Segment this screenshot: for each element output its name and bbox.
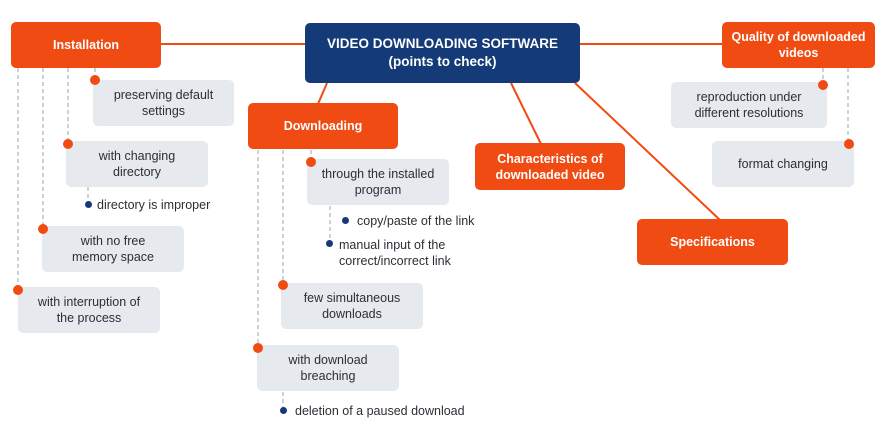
leaf-format-bullet [844,139,854,149]
sub-deletion-bullet [280,407,287,414]
branch-downloading-label: Downloading [283,119,363,133]
leaf-breaching-bullet [253,343,263,353]
branch-characteristics: Characteristics of downloaded video [475,143,625,190]
center-subtitle: (points to check) [388,54,497,69]
leaf-preserving-label: preserving default settings [113,88,214,118]
leaf-interruption-bullet [13,285,23,295]
sub-deletion: deletion of a paused download [295,404,465,418]
branch-downloading: Downloading [248,103,398,149]
leaf-breaching-label: with download breaching [288,353,368,383]
leaf-installed-program-label: through the installed program [321,167,435,197]
leaf-reproduction: reproduction under different resolutions [671,82,827,128]
sub-directory-improper-bullet [85,201,92,208]
leaf-changing-directory-bullet [63,139,73,149]
sub-manual-input-bullet [326,240,333,247]
leaf-changing-directory: with changing directory [66,141,208,187]
branch-quality: Quality of downloaded videos [722,22,875,68]
branch-installation: Installation [11,22,161,68]
sub-copy-paste-bullet [342,217,349,224]
leaf-breaching: with download breaching [257,345,399,391]
link-center-specifications [574,82,721,221]
leaf-simultaneous-label: few simultaneous downloads [303,291,401,321]
leaf-reproduction-bullet [818,80,828,90]
leaf-changing-directory-label: with changing directory [98,149,176,179]
leaf-simultaneous: few simultaneous downloads [281,283,423,329]
leaf-installed-program-bullet [306,157,316,167]
leaf-format-label: format changing [738,157,828,171]
leaf-format: format changing [712,141,854,187]
leaf-preserving: preserving default settings [93,80,234,126]
branch-specifications-label: Specifications [670,235,755,249]
leaf-preserving-bullet [90,75,100,85]
center-node: VIDEO DOWNLOADING SOFTWARE (points to ch… [305,23,580,83]
branch-specifications: Specifications [637,219,788,265]
leaf-no-memory-bullet [38,224,48,234]
leaf-no-memory: with no free memory space [42,226,184,272]
branch-characteristics-label: Characteristics of downloaded video [495,151,605,182]
branch-installation-label: Installation [53,38,119,52]
link-center-characteristics [510,82,542,145]
sub-copy-paste: copy/paste of the link [357,214,475,228]
leaf-interruption-label: with interruption of the process [37,295,141,325]
center-title: VIDEO DOWNLOADING SOFTWARE [327,36,558,51]
link-center-downloading [317,82,328,105]
leaf-interruption: with interruption of the process [18,287,160,333]
sub-directory-improper: directory is improper [97,198,211,212]
leaf-no-memory-label: with no free memory space [72,234,154,264]
leaf-simultaneous-bullet [278,280,288,290]
leaf-installed-program: through the installed program [307,159,449,205]
leaf-reproduction-label: reproduction under different resolutions [694,90,804,120]
branch-quality-label: Quality of downloaded videos [731,30,866,60]
sub-manual-input: manual input of the correct/incorrect li… [339,238,451,268]
